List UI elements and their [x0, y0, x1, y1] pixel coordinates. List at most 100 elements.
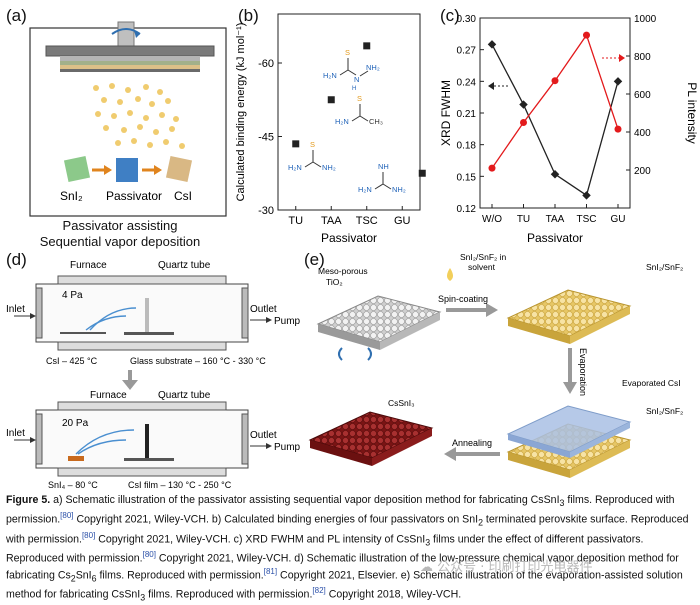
vapor-particles	[93, 83, 185, 149]
caption-text: films. Reproduced with permission.	[96, 569, 264, 582]
cvd-setup-illustration: Furnace Quartz tube Inlet Outlet Pump 4 …	[6, 260, 300, 490]
chart-c-right-tick-label: 200	[634, 166, 651, 177]
caption-text: films. Reproduced with permission.	[6, 494, 675, 526]
svg-text:H₂N: H₂N	[288, 163, 302, 172]
top-inlet-label: Inlet	[6, 304, 25, 315]
chart-c-right-tick-label: 1000	[634, 14, 657, 25]
solution-label-2: solvent	[468, 262, 496, 272]
caption-text: Copyright 2021, Wiley-VCH. d) Schematic …	[6, 552, 679, 582]
chart-c-xlabel: Passivator	[527, 231, 583, 245]
caption-ref-link[interactable]: [81]	[263, 566, 278, 576]
svg-text:H: H	[352, 86, 356, 92]
product-label: CsSnI₃	[388, 398, 415, 408]
caption-ref-link[interactable]: [80]	[142, 550, 156, 560]
chart-b-ytick-label: -30	[258, 205, 274, 217]
bottom-source-label: SnI₄ – 80 °C	[48, 480, 98, 490]
chart-c-point	[519, 100, 528, 109]
panel-d-label: (d)	[6, 250, 27, 269]
snI2-snF2-film	[506, 289, 632, 344]
chart-c-right-tick-label: 800	[634, 52, 651, 63]
panel-a-title-2: Sequential vapor deposition	[39, 234, 201, 249]
chart-c-xtick-label: TU	[517, 214, 530, 225]
caption-figure-number: Figure 5.	[6, 494, 51, 506]
panel-a-illustration: SnI₂ Passivator CsI	[29, 21, 227, 217]
svg-text:S: S	[357, 94, 362, 103]
svg-text:H₂N: H₂N	[323, 71, 337, 80]
panel-c-label: (c)	[440, 6, 460, 25]
top-outlet-label: Outlet	[250, 304, 277, 315]
chart-b-ytick-label: -45	[258, 132, 274, 144]
watermark: ☁ 公众号 · 印刷打印光电器件	[420, 560, 593, 575]
chart-b-point	[418, 169, 426, 177]
svg-text:N: N	[354, 75, 359, 84]
svg-text:H₂N: H₂N	[335, 117, 349, 126]
bottom-pump-label: Pump	[274, 442, 300, 453]
annealing-label: Annealing	[452, 438, 492, 448]
chart-c-xtick-label: TSC	[577, 214, 597, 225]
caption-ref-link[interactable]: [80]	[81, 530, 96, 540]
top-tube-label: Quartz tube	[158, 260, 211, 271]
bottom-film-label: CsI film – 130 °C - 250 °C	[128, 480, 232, 490]
panel-c: (c) XRD FWHM PL intensity Passivator 0.1…	[436, 0, 700, 250]
snI2-label: SnI₂	[60, 189, 83, 203]
caption-ref-link[interactable]: [80]	[60, 511, 74, 521]
panel-e: (e) Meso-porous TiO₂ SnI₂/SnF₂ in solven…	[300, 248, 700, 490]
chart-c-point	[551, 77, 559, 85]
bottom-pressure-label: 20 Pa	[62, 418, 89, 429]
bottom-tube-label: Quartz tube	[158, 390, 211, 401]
cvd-top-setup: Furnace Quartz tube Inlet Outlet Pump 4 …	[6, 260, 300, 366]
chart-c-point	[614, 125, 622, 133]
passivator-label: Passivator	[106, 189, 162, 203]
molecule-taa-structure: H₂N S CH₃	[335, 94, 383, 126]
chart-b-ylabel: Calculated binding energy (kJ mol⁻¹)	[235, 23, 247, 202]
top-substrate-label: Glass substrate – 160 °C - 330 °C	[130, 356, 266, 366]
bottom-inlet-label: Inlet	[6, 428, 25, 439]
panel-a-label: (a)	[6, 6, 27, 25]
chart-c-point	[488, 164, 496, 172]
caption-text: a) Schematic illustration of the passiva…	[50, 494, 560, 506]
chart-b-xtick-label: GU	[394, 215, 411, 227]
svg-text:CH₃: CH₃	[369, 117, 383, 126]
chart-c-point	[520, 119, 527, 126]
chart-c-right-tick-label: 600	[634, 90, 651, 101]
bottom-outlet-label: Outlet	[250, 430, 277, 441]
mesoporous-label: Meso-porous	[318, 266, 368, 276]
chart-b-xtick-label: TSC	[356, 215, 378, 227]
molecule-tu-structure: H₂N S NH₂	[288, 140, 336, 172]
chart-c-left-tick-label: 0.21	[457, 109, 477, 120]
mesoporous-substrate	[316, 295, 442, 350]
svg-text:NH₂: NH₂	[392, 185, 406, 194]
chart-c-point	[613, 77, 623, 86]
svg-text:NH: NH	[378, 162, 389, 171]
chart-c-right-tick-label: 400	[634, 128, 651, 139]
svg-text:NH₂: NH₂	[322, 163, 336, 172]
caption-text: Copyright 2021, Wiley-VCH. b) Calculated…	[73, 513, 479, 526]
caption-ref-link[interactable]: [82]	[312, 586, 326, 596]
svg-text:H₂N: H₂N	[358, 185, 372, 194]
spin-coating-label: Spin-coating	[438, 294, 488, 304]
chart-b-ytick-label: -60	[258, 58, 274, 70]
csi-on-snI2-stack	[506, 405, 632, 478]
chart-b-point	[292, 140, 300, 148]
film-label-2: SnI₂/SnF₂	[646, 406, 683, 416]
chart-b-xtick-label: TAA	[321, 215, 342, 227]
chart-c-xtick-label: W/O	[482, 214, 502, 225]
bottom-furnace-label: Furnace	[90, 390, 127, 401]
panel-a-title-1: Passivator assisting	[62, 218, 178, 233]
chart-b-xtick-label: TU	[288, 215, 303, 227]
tio2-label: TiO₂	[326, 277, 343, 287]
caption-text: films. Reproduced with permission.	[145, 588, 313, 601]
svg-text:NH₂: NH₂	[366, 63, 380, 72]
chart-c-ylabel-left: XRD FWHM	[439, 80, 453, 146]
panel-d: (d) Furnace Quartz tube Inlet Outlet Pum…	[0, 248, 300, 490]
panel-b: (b) Calculated binding energy (kJ mol⁻¹)…	[230, 0, 430, 250]
chart-c-point	[583, 31, 590, 39]
axis-indicator-arrows	[488, 54, 625, 90]
chart-c-point	[582, 191, 591, 200]
chart-c-left-tick-label: 0.12	[457, 204, 477, 215]
chart-c-xtick-label: TAA	[546, 214, 565, 225]
top-pump-label: Pump	[274, 316, 300, 327]
chart-b-point	[363, 42, 371, 50]
fwhm-pl-chart: XRD FWHM PL intensity Passivator 0.120.1…	[439, 14, 699, 245]
